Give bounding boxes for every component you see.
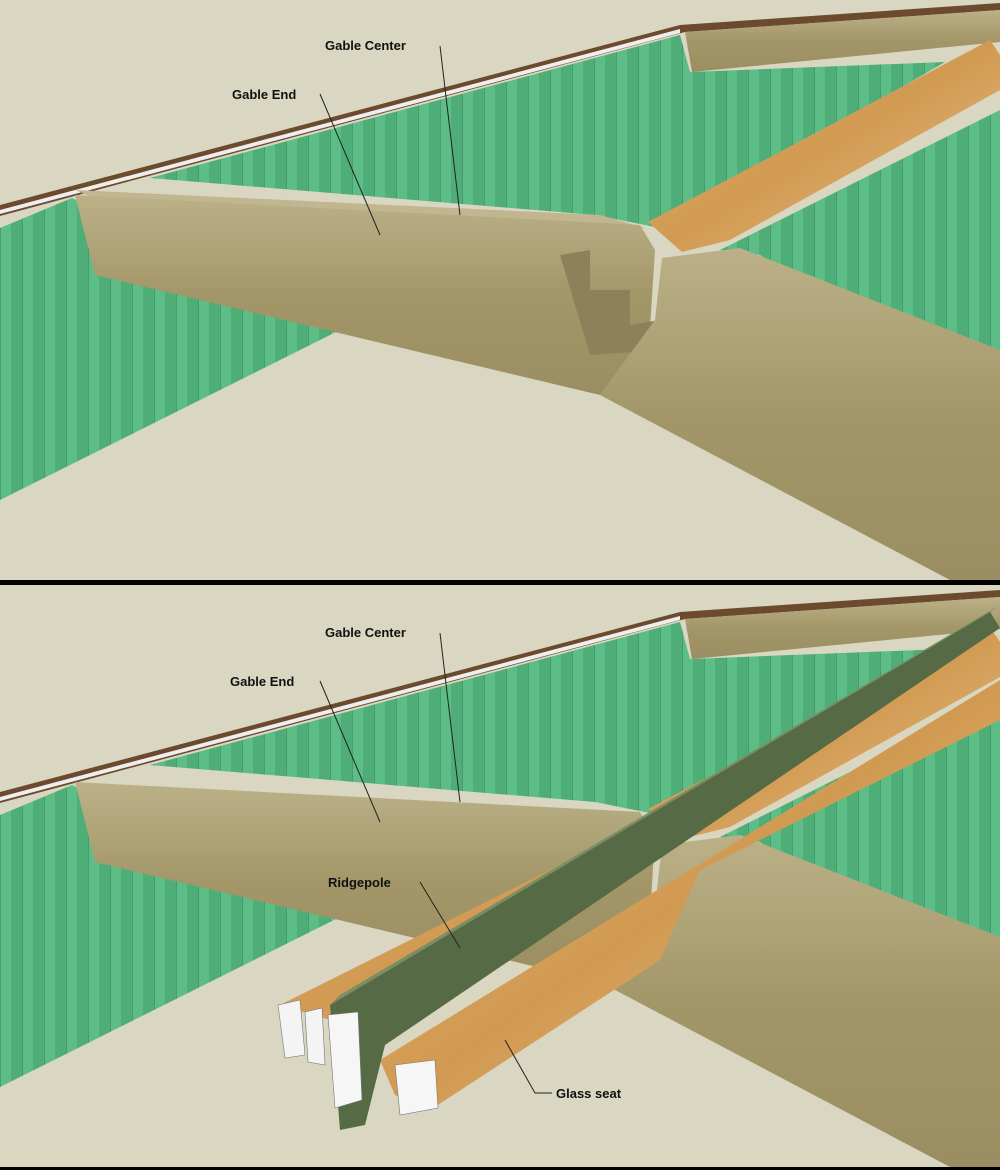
top-osb-strip (648, 40, 1000, 252)
bottom-panel: Gable Center Gable End Ridgepole Glass s… (0, 585, 1000, 1167)
top-back-wall (150, 35, 945, 228)
glass-seat-right (380, 680, 1000, 1110)
bottom-label-ridgepole: Ridgepole (328, 875, 391, 890)
top-gable-beam (75, 195, 655, 395)
bottom-back-wall (150, 622, 945, 815)
end-cut-2 (304, 1007, 326, 1066)
top-label-gable-center: Gable Center (325, 38, 406, 53)
bottom-label-gable-center: Gable Center (325, 625, 406, 640)
panel-divider (0, 580, 1000, 585)
top-label-gable-end: Gable End (232, 87, 296, 102)
top-beam-notch (560, 250, 660, 355)
bottom-far-beam (685, 597, 1000, 659)
top-panel: Gable Center Gable End (0, 0, 1000, 580)
bottom-left-wall (0, 785, 340, 1087)
ridgepole (330, 612, 1000, 1130)
end-cut-4 (394, 1059, 439, 1116)
bottom-label-glass-seat: Glass seat (556, 1086, 622, 1101)
top-left-wall (0, 198, 340, 500)
top-right-beam (600, 248, 1000, 580)
end-cut-3 (327, 1011, 363, 1109)
end-cut-1 (277, 999, 306, 1059)
bottom-label-gable-end: Gable End (230, 674, 294, 689)
top-far-beam (685, 10, 1000, 72)
bottom-right-beam (600, 835, 1000, 1167)
